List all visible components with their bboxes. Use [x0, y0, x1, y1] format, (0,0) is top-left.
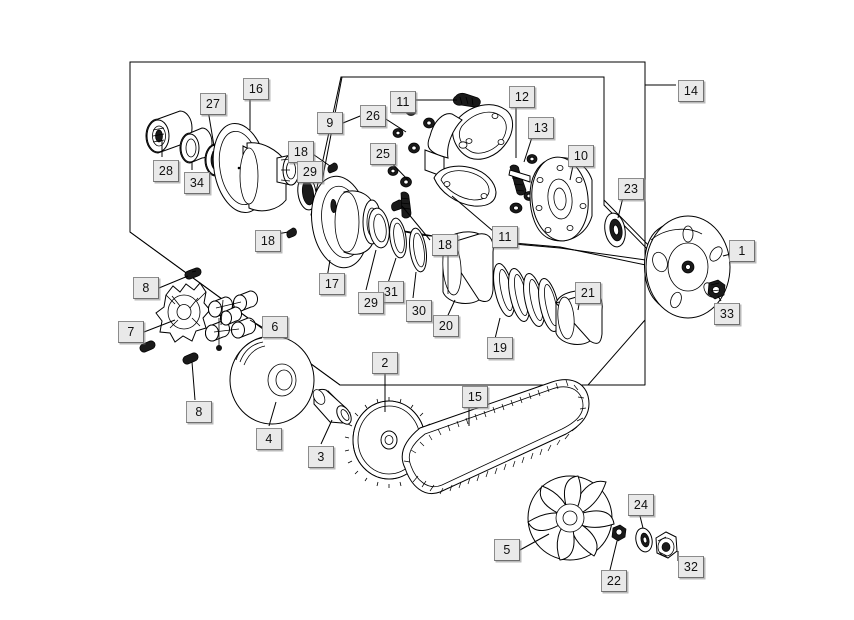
bearing-spacer-34	[179, 127, 213, 164]
dowel-pin-18-right	[391, 199, 404, 212]
fixed-drive-face-4	[229, 335, 315, 425]
slider-guide-8-lowerA	[139, 340, 156, 353]
driven-shaft-hub-16	[212, 122, 300, 214]
callout-clutch-shoe-washer-set[interactable]: 26	[360, 105, 386, 127]
ramp-plate-7	[155, 282, 211, 343]
fan-clip-22	[611, 524, 627, 542]
lock-nut-33	[707, 279, 726, 300]
slider-guide-8-upper	[184, 267, 202, 280]
callout-starter-driven-gear[interactable]: 2	[372, 352, 398, 374]
callout-spring-seat-collar[interactable]: 21	[575, 282, 601, 304]
callout-clutch-carrier-plate[interactable]: 10	[568, 145, 594, 167]
seal-ring-31	[389, 217, 407, 259]
callout-clutch-group-bracket[interactable]: 14	[678, 80, 704, 102]
slider-guide-8-lowerB	[182, 352, 199, 365]
callout-fan-washer[interactable]: 24	[628, 494, 654, 516]
callout-clutch-shoe-spring[interactable]: 13	[528, 117, 554, 139]
callout-slider-guide-piece-lower[interactable]: 8	[186, 401, 212, 423]
callout-torque-drive-collar-sleeve[interactable]: 20	[433, 315, 459, 337]
clutch-shoe-12	[424, 104, 513, 207]
callout-clutch-bell-lock-nut[interactable]: 33	[714, 303, 740, 325]
callout-o-ring-seal-lower[interactable]: 29	[358, 292, 384, 314]
callout-driven-pulley-shaft-hub[interactable]: 16	[243, 78, 269, 100]
callout-cooling-fan[interactable]: 5	[494, 539, 520, 561]
callout-drive-face-boss-bushing[interactable]: 3	[308, 446, 334, 468]
dowel-pin-18-upper	[327, 162, 338, 174]
roller-weights-6	[205, 290, 258, 351]
callout-bearing-spacer-washer[interactable]: 34	[184, 172, 210, 194]
callout-guide-pin-dowel-lower[interactable]: 18	[255, 230, 281, 252]
callout-clutch-shoe-pivot-pin-lower[interactable]: 11	[492, 226, 518, 248]
callout-variator-roller-weights[interactable]: 6	[262, 316, 288, 338]
fan-washer-24	[635, 527, 653, 553]
callout-guide-pin-dowel-right[interactable]: 18	[432, 234, 458, 256]
callout-movable-driven-face[interactable]: 17	[319, 273, 345, 295]
movable-driven-face-17	[311, 175, 382, 269]
callout-oil-seal-ring[interactable]: 23	[618, 178, 644, 200]
callout-v-drive-belt[interactable]: 15	[462, 386, 488, 408]
callout-ramp-plate-slider-guide[interactable]: 7	[118, 321, 144, 343]
callout-shaft-bearing-inner[interactable]: 27	[200, 93, 226, 115]
callout-clutch-shoe-pin-set[interactable]: 25	[370, 143, 396, 165]
fan-nut-32	[655, 531, 678, 559]
compression-spring-19	[493, 263, 560, 332]
callout-fixed-drive-face-pulley[interactable]: 4	[256, 428, 282, 450]
callout-fan-retaining-nut[interactable]: 32	[678, 556, 704, 578]
boss-bushing-3	[312, 388, 352, 425]
callout-clutch-bell-drum[interactable]: 1	[729, 240, 755, 262]
callout-seal-ring-large[interactable]: 30	[406, 300, 432, 322]
callout-guide-pin-dowel-upper[interactable]: 18	[288, 141, 314, 163]
callout-clutch-assembly-group[interactable]: 9	[317, 112, 343, 134]
callout-clutch-shoe-pivot-pin[interactable]: 11	[390, 91, 416, 113]
dowel-pin-18-lower	[286, 227, 297, 239]
callout-slider-guide-piece-upper[interactable]: 8	[133, 277, 159, 299]
o-ring-29-lower	[368, 207, 390, 249]
callout-driven-face-compression-spring[interactable]: 19	[487, 337, 513, 359]
callout-clutch-shoe-weight[interactable]: 12	[509, 86, 535, 108]
o-ring-29-upper	[297, 175, 317, 211]
seal-ring-30	[409, 227, 427, 273]
callout-fan-retaining-clip[interactable]: 22	[601, 570, 627, 592]
cooling-fan-5	[527, 475, 615, 561]
spring-seat-collar-21	[555, 290, 603, 345]
callout-o-ring-seal-upper[interactable]: 29	[297, 161, 323, 183]
oil-seal-23	[604, 212, 626, 248]
clutch-carrier-10	[508, 156, 593, 242]
v-belt-15	[401, 379, 590, 495]
clutch-pin-washer-set	[387, 92, 481, 219]
callout-shaft-bearing-outer[interactable]: 28	[153, 160, 179, 182]
